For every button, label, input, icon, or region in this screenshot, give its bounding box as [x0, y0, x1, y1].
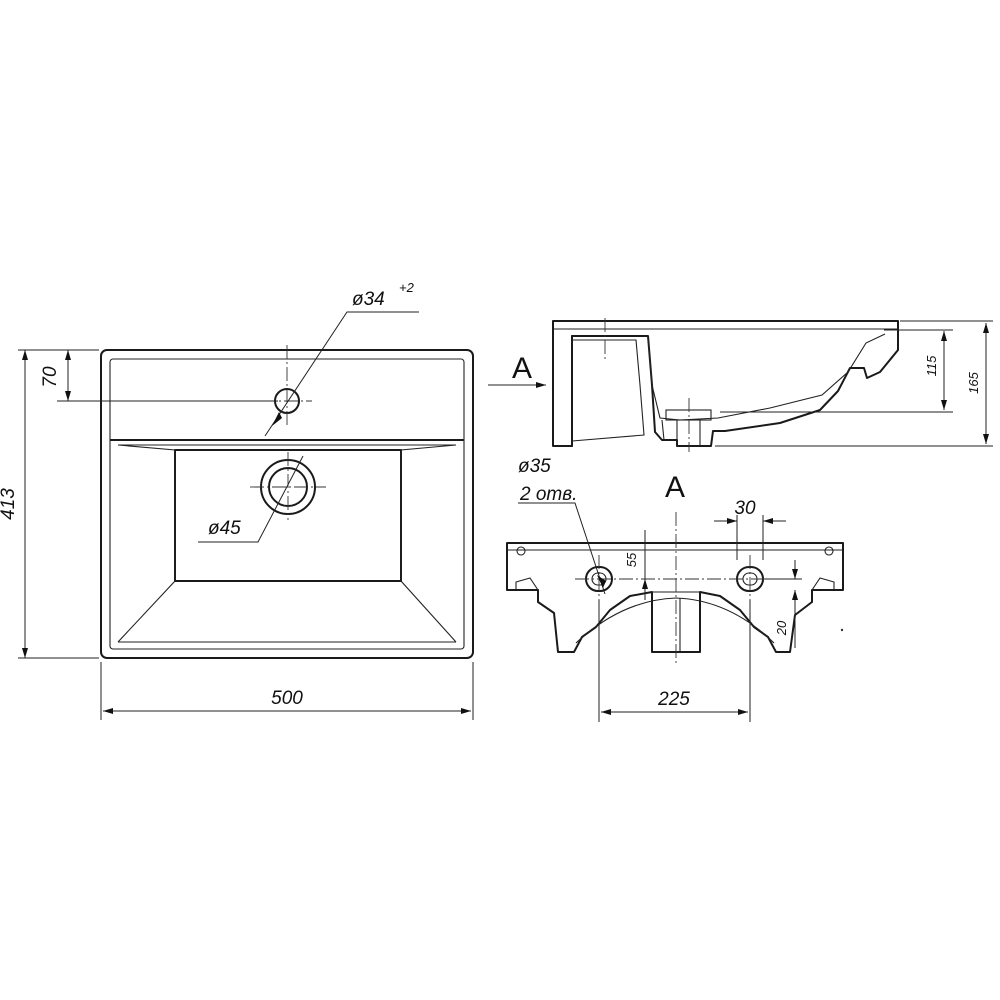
top-view: 70 413 500 ø34 +2 ø45	[0, 280, 474, 720]
tap-hole-label: ø34	[352, 289, 385, 310]
view-a: A 225 30 55	[506, 456, 844, 722]
vertical-offset-label: 55	[624, 552, 639, 567]
view-a-title: A	[665, 471, 685, 504]
inner-depth-label: 115	[924, 355, 939, 376]
drop-label: 20	[774, 620, 789, 636]
tap-hole-tolerance: +2	[399, 280, 415, 295]
drain-label: ø45	[208, 518, 241, 539]
hole-count-label: 2 отв.	[519, 484, 577, 505]
slot-width-label: 30	[734, 498, 756, 519]
offset-70-label: 70	[40, 366, 61, 388]
hole-diameter-label: ø35	[518, 456, 551, 477]
width-500-label: 500	[271, 688, 303, 709]
height-413-label: 413	[0, 488, 19, 520]
view-a-marker: A	[512, 352, 532, 385]
mount-hole-right	[824, 546, 834, 556]
total-height-label: 165	[966, 371, 981, 393]
side-view: A 115 165	[488, 318, 993, 452]
hole-spacing-label: 225	[657, 689, 690, 710]
view-a-outline	[506, 542, 844, 653]
mount-hole-left	[516, 546, 526, 556]
side-outline	[552, 320, 899, 447]
